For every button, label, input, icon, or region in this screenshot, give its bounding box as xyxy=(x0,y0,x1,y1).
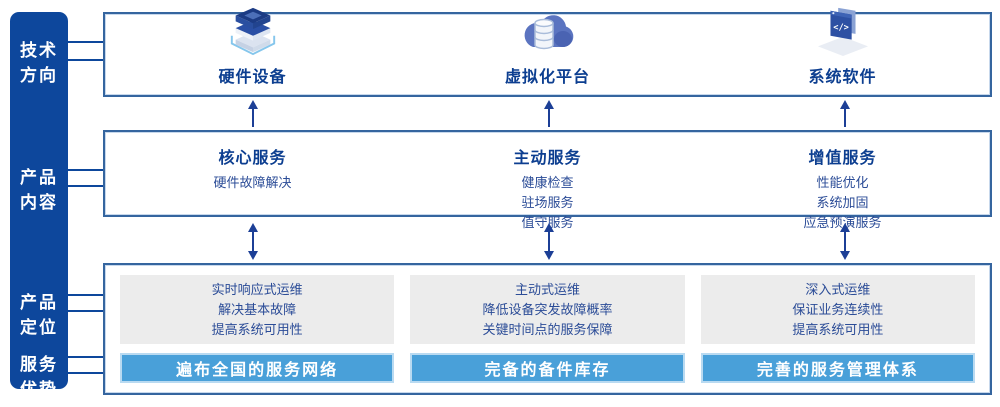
positioning-text: 主动式运维 降低设备突发故障概率 关键时间点的服务保障 xyxy=(410,275,685,344)
product-content-panel: 核心服务 硬件故障解决 主动服务 健康检查 驻场服务 值守服务 增值服务 性能优… xyxy=(103,130,992,230)
positioning-text: 深入式运维 保证业务连续性 提高系统可用性 xyxy=(700,275,975,344)
connector-line xyxy=(66,294,104,296)
service-col-core: 核心服务 硬件故障解决 xyxy=(105,132,400,215)
connector-line xyxy=(66,310,104,312)
connector-line xyxy=(66,185,104,187)
service-item: 驻场服务 xyxy=(521,195,574,210)
service-item: 硬件故障解决 xyxy=(213,175,292,190)
connector-line xyxy=(66,372,104,374)
service-title: 增值服务 xyxy=(808,150,877,167)
positioning-col-realtime: 实时响应式运维 解决基本故障 提高系统可用性 遍布全国的服务网络 xyxy=(120,275,395,383)
rail-label-product-positioning: 产品 定位 xyxy=(20,293,58,337)
tech-col-software: </> 系统软件 xyxy=(695,7,990,95)
arrow-updown-icon xyxy=(543,223,555,265)
advantage-banner: 完备的备件库存 xyxy=(410,353,685,383)
arrow-up-icon xyxy=(543,100,555,132)
connector-line xyxy=(66,356,104,358)
service-item: 应急预演服务 xyxy=(803,215,882,230)
service-item: 系统加固 xyxy=(816,195,869,210)
service-title: 核心服务 xyxy=(218,150,287,167)
advantage-banner: 完善的服务管理体系 xyxy=(700,353,975,383)
rail-label-service-advantage: 服务 优势 xyxy=(20,355,58,399)
tech-direction-panel: 硬件设备 虚拟化平台 xyxy=(103,7,992,97)
category-rail: 技术 方向 产品 内容 产品 定位 服务 优势 xyxy=(10,12,68,399)
positioning-panel: 实时响应式运维 解决基本故障 提高系统可用性 遍布全国的服务网络 主动式运维 降… xyxy=(103,263,992,395)
service-col-proactive: 主动服务 健康检查 驻场服务 值守服务 xyxy=(400,132,695,230)
service-col-value-added: 增值服务 性能优化 系统加固 应急预演服务 xyxy=(695,132,990,230)
cloud-database-icon xyxy=(519,6,577,61)
arrow-updown-icon xyxy=(839,223,851,265)
tech-label-hardware: 硬件设备 xyxy=(218,69,287,86)
connector-line xyxy=(66,169,104,171)
server-stack-icon xyxy=(224,4,282,61)
tech-col-hardware: 硬件设备 xyxy=(105,7,400,95)
tech-label-virtualization: 虚拟化平台 xyxy=(504,69,590,86)
code-window-icon: </> xyxy=(814,4,872,61)
service-item: 性能优化 xyxy=(816,175,869,190)
positioning-col-proactive: 主动式运维 降低设备突发故障概率 关键时间点的服务保障 完备的备件库存 xyxy=(410,275,685,383)
service-item: 值守服务 xyxy=(521,215,574,230)
arrow-up-icon xyxy=(839,100,851,132)
arrow-updown-icon xyxy=(247,223,259,265)
tech-label-software: 系统软件 xyxy=(808,69,877,86)
tech-col-virtualization: 虚拟化平台 xyxy=(400,14,695,95)
svg-text:</>: </> xyxy=(833,23,849,33)
connector-line xyxy=(66,59,104,61)
advantage-banner: 遍布全国的服务网络 xyxy=(120,353,395,383)
arrow-up-icon xyxy=(247,100,259,132)
service-item: 健康检查 xyxy=(521,175,574,190)
positioning-col-deep: 深入式运维 保证业务连续性 提高系统可用性 完善的服务管理体系 xyxy=(700,275,975,383)
rail-label-tech-direction: 技术 方向 xyxy=(20,41,58,85)
positioning-text: 实时响应式运维 解决基本故障 提高系统可用性 xyxy=(120,275,395,344)
service-title: 主动服务 xyxy=(513,150,582,167)
rail-label-product-content: 产品 内容 xyxy=(20,168,58,212)
connector-line xyxy=(66,41,104,43)
